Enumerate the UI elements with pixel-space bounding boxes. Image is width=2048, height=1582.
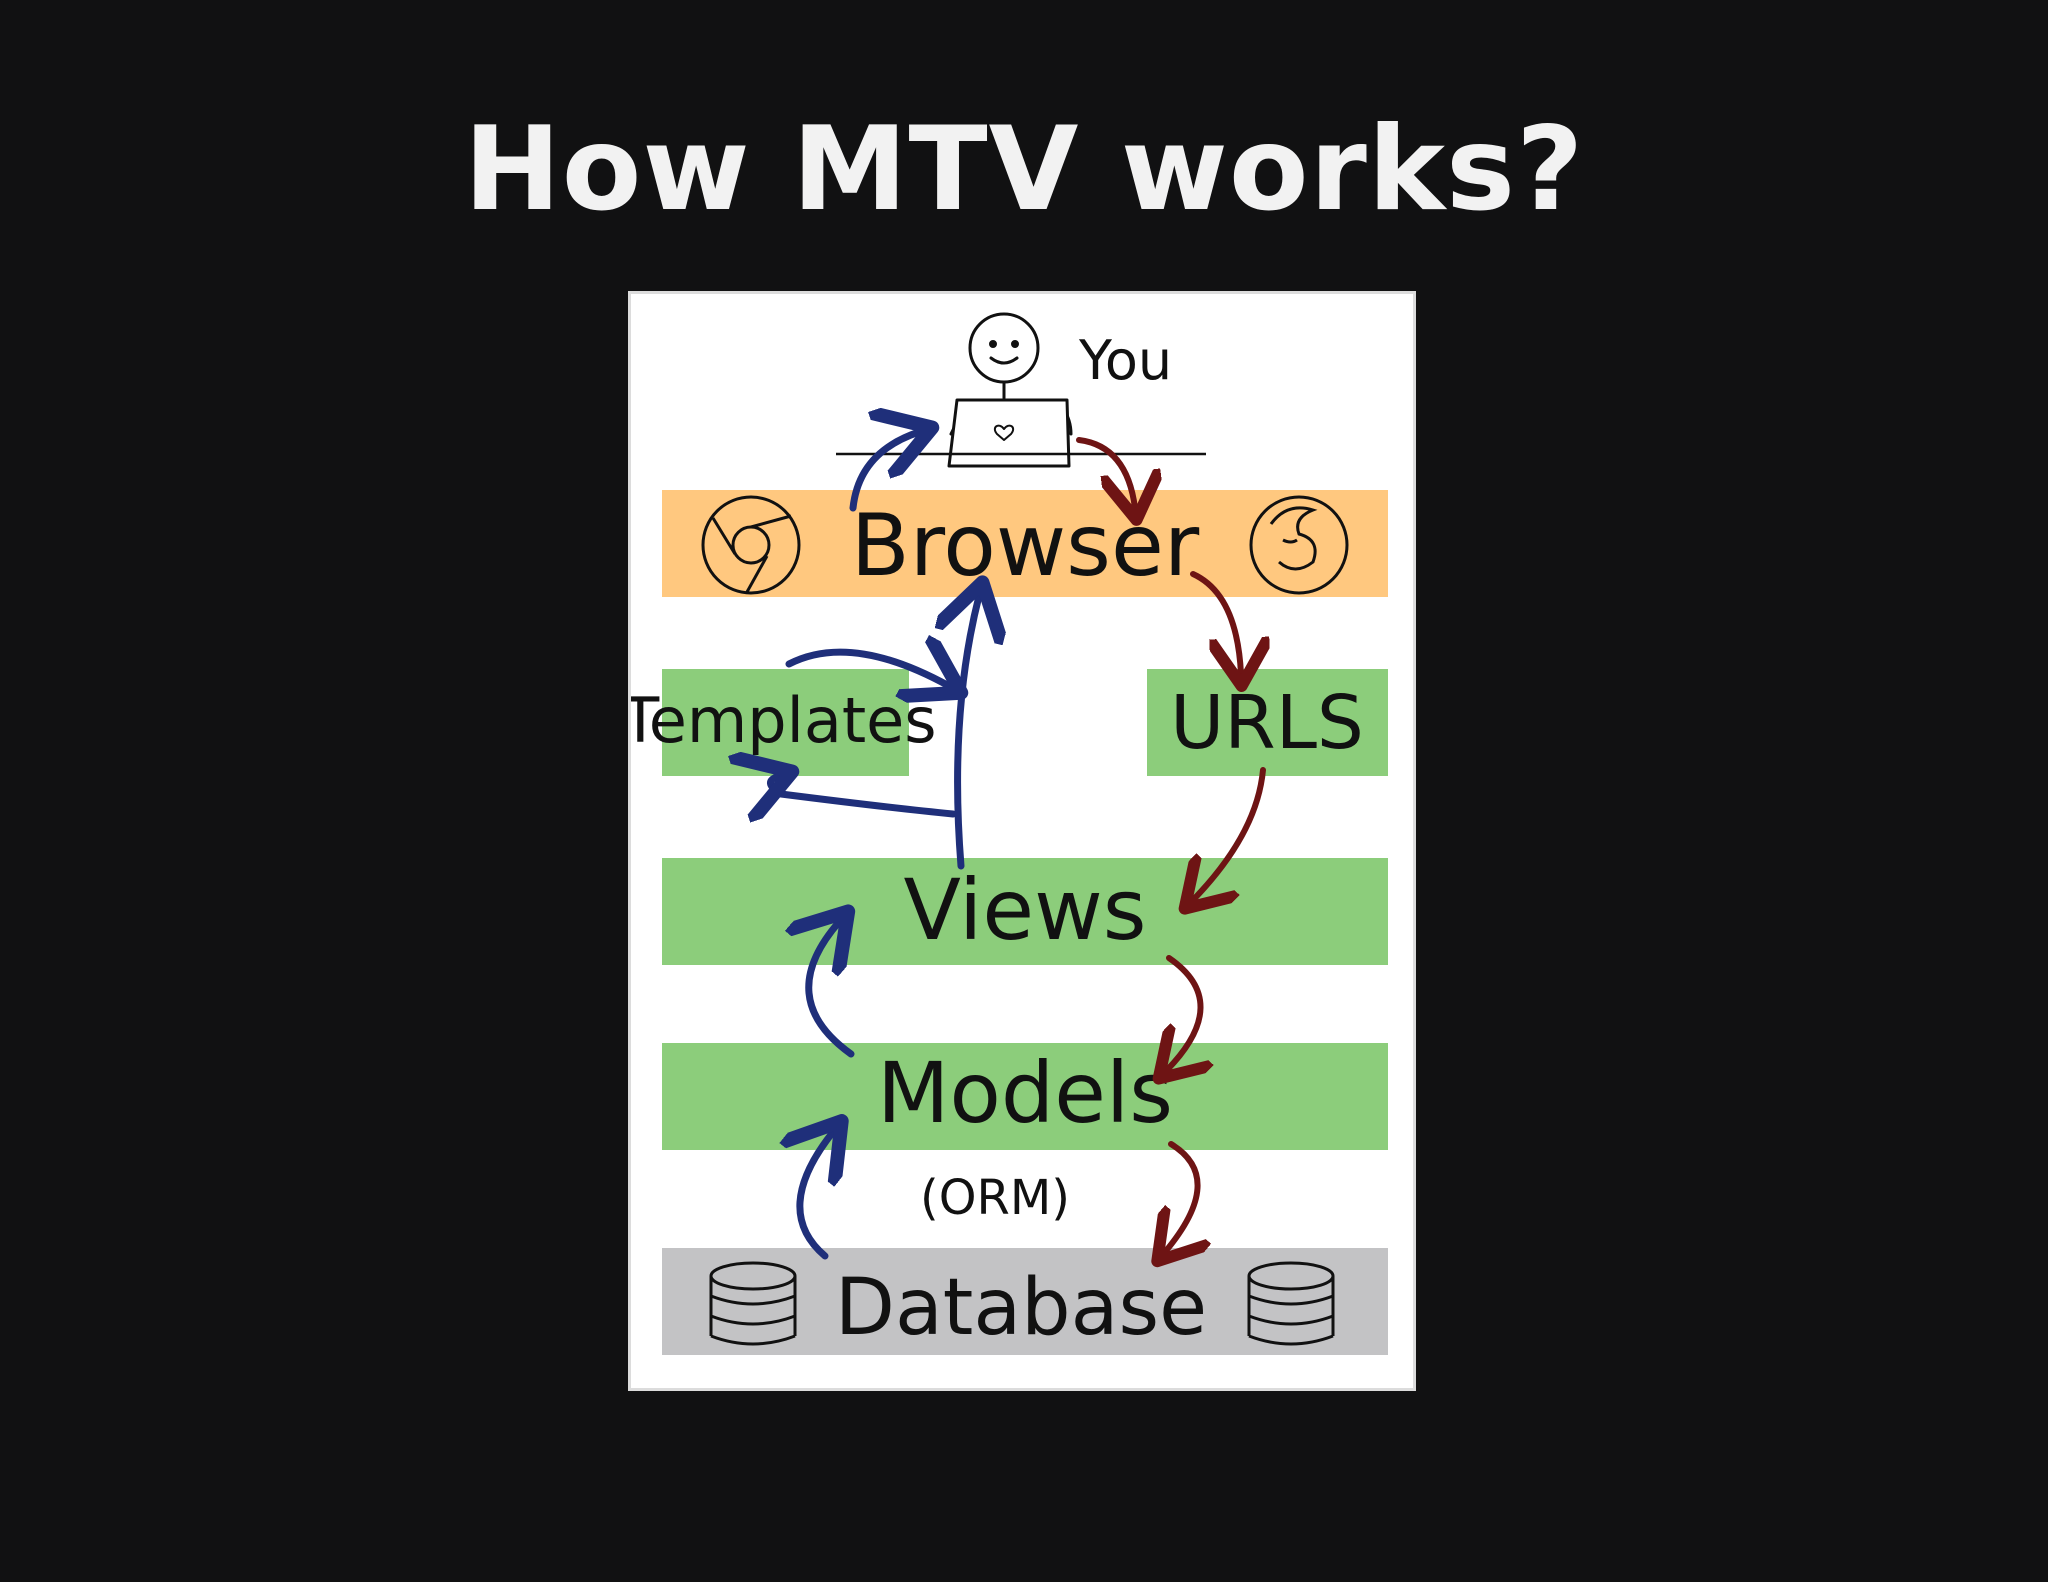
request-arrow-models-database — [1165, 1141, 1198, 1252]
request-arrow-browser-urls — [1190, 571, 1241, 674]
models-label: Models — [877, 1044, 1173, 1142]
urls-label: URLS — [1170, 680, 1364, 766]
user-label: You — [1078, 329, 1172, 392]
response-arrow-database-models — [800, 1132, 833, 1260]
response-arrow-views-browser — [958, 596, 979, 870]
database-icon — [709, 1261, 797, 1346]
response-arrow-browser-user — [849, 432, 919, 512]
firefox-icon — [1249, 495, 1349, 595]
laptop-icon — [947, 398, 1071, 468]
request-arrow-views-models — [1167, 955, 1201, 1070]
database-icon — [1247, 1261, 1335, 1346]
response-arrow-to-templates — [770, 776, 957, 814]
mtv-diagram-svg: You Browser Templates URLS Views Models — [631, 312, 1388, 1355]
browser-label: Browser — [851, 496, 1200, 596]
slide-title: How MTV works? — [463, 102, 1585, 237]
request-arrow-urls-views — [1193, 767, 1266, 900]
views-band — [662, 858, 1388, 965]
templates-label: Templates — [631, 684, 937, 757]
request-arrow-user-browser — [1076, 437, 1135, 508]
database-label: Database — [835, 1263, 1207, 1353]
response-arrow-from-templates — [785, 652, 949, 686]
mtv-diagram: You Browser Templates URLS Views Models — [628, 291, 1416, 1391]
chrome-icon — [701, 495, 801, 595]
response-arrow-models-views — [809, 922, 851, 1058]
views-label: Views — [903, 861, 1146, 959]
orm-label: (ORM) — [920, 1170, 1070, 1226]
